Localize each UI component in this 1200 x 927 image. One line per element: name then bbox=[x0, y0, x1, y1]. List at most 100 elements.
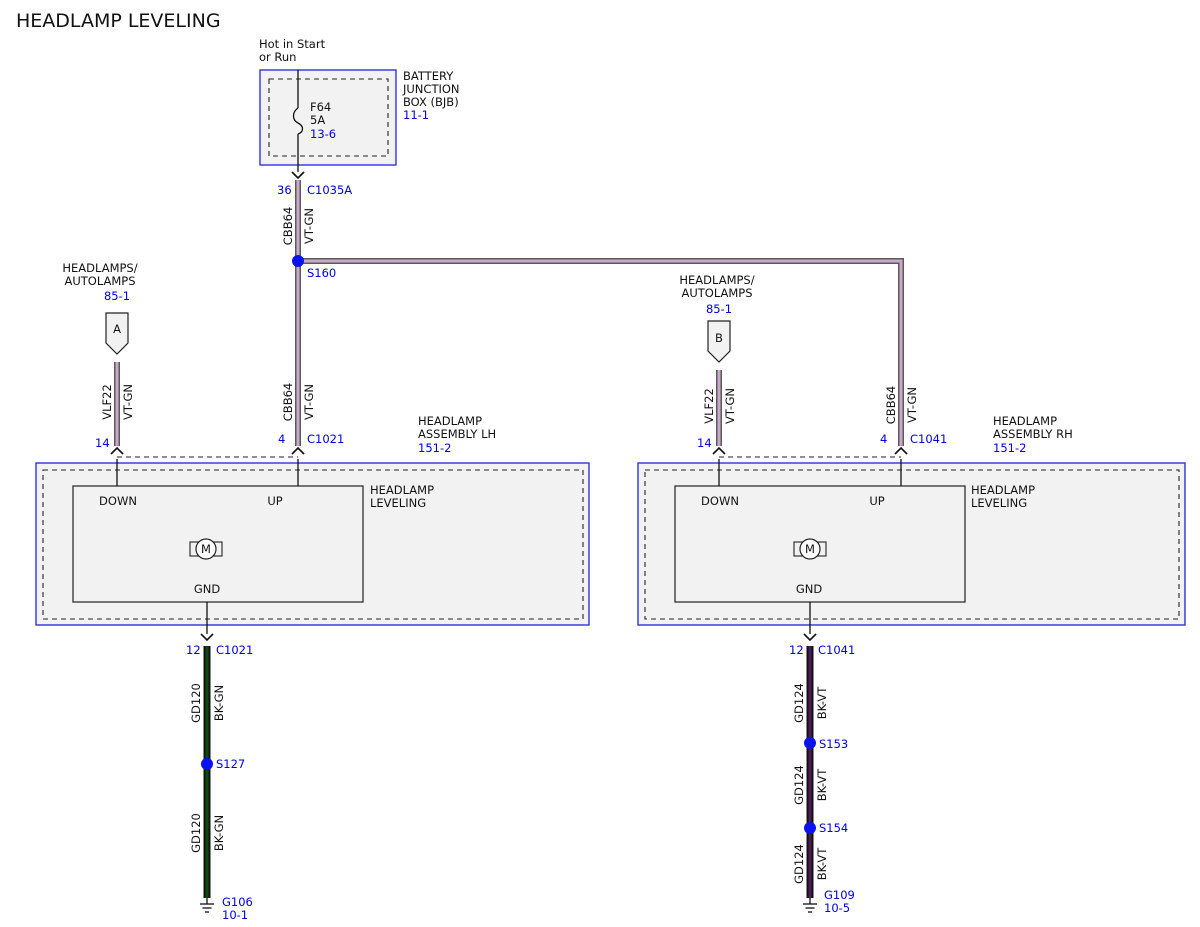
lh-gnd-wire2-circuit: GD120 bbox=[189, 813, 203, 853]
lh-gnd-wire1-circuit: GD120 bbox=[189, 683, 203, 723]
rh-module-line1: HEADLAMP bbox=[971, 483, 1035, 497]
lh-source-line1: HEADLAMPS/ bbox=[62, 261, 137, 275]
lh-gnd-pin: 12 bbox=[186, 643, 201, 657]
lh-connector-name: C1021 bbox=[307, 432, 344, 446]
lh-gnd-label: GND bbox=[194, 582, 221, 596]
fuse-icon bbox=[292, 107, 304, 135]
splice-s153-label: S153 bbox=[819, 737, 848, 751]
lh-wire-up-circuit: CBB64 bbox=[281, 383, 295, 421]
lh-wire-down-circuit: VLF22 bbox=[100, 384, 114, 420]
splice-s127 bbox=[201, 758, 213, 770]
rh-pin-up: 4 bbox=[880, 432, 887, 446]
rh-gnd-label: GND bbox=[796, 582, 823, 596]
rh-up-label: UP bbox=[869, 494, 884, 508]
rh-gnd-connector: C1041 bbox=[818, 643, 855, 657]
lh-module-box bbox=[72, 485, 364, 603]
power-label-line1: Hot in Start bbox=[259, 37, 326, 51]
lh-source-line2: AUTOLAMPS bbox=[64, 274, 135, 288]
bjb-inner-box bbox=[268, 78, 389, 157]
splice-s127-label: S127 bbox=[216, 757, 245, 771]
lh-assembly-ref: 151-2 bbox=[418, 441, 451, 455]
rh-gnd-wire1-color: BK-VT bbox=[815, 686, 829, 720]
wire-top-color: VT-GN bbox=[302, 208, 316, 244]
wire-cbb64-s160-to-rh bbox=[298, 258, 904, 446]
rh-gnd-wire3-circuit: GD124 bbox=[792, 844, 806, 884]
rh-motor-symbol: M bbox=[805, 542, 815, 556]
lh-assembly-line2: ASSEMBLY LH bbox=[418, 427, 496, 441]
rh-pin-down: 14 bbox=[697, 436, 712, 450]
connector-c1035a-pin: 36 bbox=[277, 183, 292, 197]
lh-ground-icon bbox=[200, 898, 214, 913]
lh-assembly-inner-box bbox=[42, 469, 584, 620]
bjb-label-line1: BATTERY bbox=[403, 69, 454, 83]
diagram-title: HEADLAMP LEVELING bbox=[16, 10, 221, 32]
lh-up-label: UP bbox=[267, 494, 282, 508]
rh-assembly-line2: ASSEMBLY RH bbox=[993, 427, 1073, 441]
lh-pin-down: 14 bbox=[95, 436, 110, 450]
lh-wire-down-color: VT-GN bbox=[121, 384, 135, 420]
rh-source-line1: HEADLAMPS/ bbox=[679, 273, 754, 287]
rh-assembly-inner-box bbox=[644, 469, 1180, 620]
splice-s160-label: S160 bbox=[307, 266, 336, 280]
bjb-box bbox=[259, 69, 397, 166]
power-label-line2: or Run bbox=[259, 50, 296, 64]
bjb-label-line2: JUNCTION bbox=[402, 82, 460, 96]
lh-connector-up-icon bbox=[291, 446, 305, 455]
wire-top-circuit: CBB64 bbox=[281, 207, 295, 245]
lh-motor-icon bbox=[189, 538, 223, 560]
rh-gnd-pin: 12 bbox=[789, 643, 804, 657]
rh-connector-name: C1041 bbox=[910, 432, 947, 446]
rh-source-tag: B bbox=[715, 331, 723, 345]
splice-s154 bbox=[804, 822, 816, 834]
lh-ground-name: G106 bbox=[222, 895, 253, 909]
rh-wire-up-circuit: CBB64 bbox=[884, 386, 898, 424]
bjb-label-line3: BOX (BJB) bbox=[403, 95, 459, 109]
lh-down-label: DOWN bbox=[99, 494, 137, 508]
rh-motor-icon bbox=[793, 538, 827, 560]
lh-pin-up: 4 bbox=[278, 432, 285, 446]
rh-source-line2: AUTOLAMPS bbox=[681, 286, 752, 300]
rh-source-ref: 85-1 bbox=[706, 302, 732, 316]
rh-assembly-line1: HEADLAMP bbox=[993, 414, 1057, 428]
lh-gnd-connector: C1021 bbox=[216, 643, 253, 657]
rh-module-line2: LEVELING bbox=[971, 496, 1027, 510]
lh-wire-up-color: VT-GN bbox=[302, 384, 316, 420]
lh-motor-symbol: M bbox=[201, 542, 211, 556]
lh-gnd-connector-icon bbox=[200, 633, 214, 642]
lh-source-tag: A bbox=[113, 322, 121, 336]
bjb-ref: 11-1 bbox=[403, 108, 429, 122]
rh-gnd-wire2-color: BK-VT bbox=[815, 768, 829, 802]
rh-source-tag-shape bbox=[707, 320, 731, 363]
lh-ground-ref: 10-1 bbox=[222, 908, 248, 922]
rh-assembly-ref: 151-2 bbox=[993, 441, 1026, 455]
fuse-ref: 13-6 bbox=[310, 127, 336, 141]
splice-s154-label: S154 bbox=[819, 821, 848, 835]
lh-gnd-wire2-color: BK-GN bbox=[212, 815, 226, 851]
rh-gnd-wire1-circuit: GD124 bbox=[792, 683, 806, 723]
rh-wire-down-circuit: VLF22 bbox=[702, 388, 716, 424]
rh-gnd-connector-icon bbox=[803, 633, 817, 642]
connector-c1035a-icon bbox=[291, 171, 305, 180]
rh-gnd-wire3-color: BK-VT bbox=[815, 847, 829, 881]
rh-ground-name: G109 bbox=[824, 888, 855, 902]
rh-ground-icon bbox=[803, 898, 817, 913]
lh-source-tag-shape bbox=[105, 312, 129, 355]
fuse-rating: 5A bbox=[310, 113, 325, 127]
lh-assembly-line1: HEADLAMP bbox=[418, 414, 482, 428]
rh-connector-up-icon bbox=[894, 446, 908, 455]
lh-connector-down-icon bbox=[110, 446, 124, 455]
lh-module-line1: HEADLAMP bbox=[370, 483, 434, 497]
rh-down-label: DOWN bbox=[701, 494, 739, 508]
rh-wire-up-color: VT-GN bbox=[905, 387, 919, 423]
rh-connector-down-icon bbox=[712, 446, 726, 455]
rh-wire-down-color: VT-GN bbox=[723, 388, 737, 424]
rh-gnd-wire2-circuit: GD124 bbox=[792, 765, 806, 805]
lh-source-ref: 85-1 bbox=[104, 289, 130, 303]
connector-c1035a-name: C1035A bbox=[307, 183, 352, 197]
splice-s153 bbox=[804, 737, 816, 749]
lh-gnd-wire1-color: BK-GN bbox=[212, 685, 226, 721]
lh-module-line2: LEVELING bbox=[370, 496, 426, 510]
rh-ground-ref: 10-5 bbox=[824, 901, 850, 915]
splice-s160 bbox=[292, 255, 304, 267]
